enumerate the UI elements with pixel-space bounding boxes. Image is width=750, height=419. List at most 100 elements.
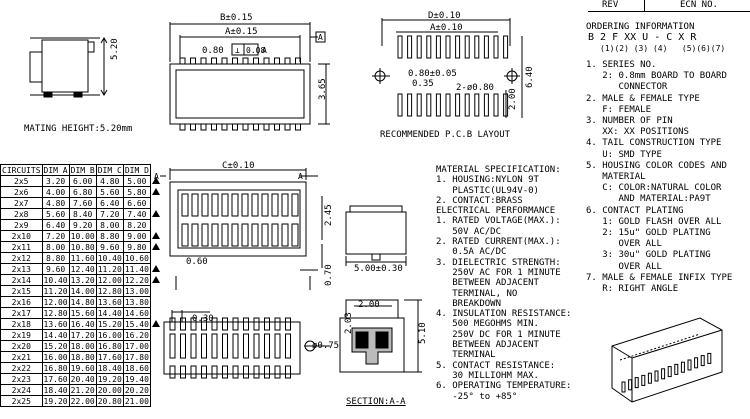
list-item: 2. RATED CURRENT(MAX.):: [436, 237, 561, 248]
table-cell: 14.60: [122, 307, 151, 319]
front-contact: [261, 193, 269, 217]
section-label: SECTION:A-A: [346, 397, 406, 407]
table-cell: 2x10: [0, 230, 43, 242]
table-cell: 2x16: [0, 296, 43, 308]
table-cell: 19.40: [122, 373, 151, 385]
material-specification: MATERIAL SPECIFICATION:1. HOUSING:NYLON …: [436, 165, 571, 402]
top-pin: [274, 57, 280, 65]
front-contact: [231, 223, 239, 247]
bottom-pin: [180, 365, 186, 379]
row-marker: [150, 319, 161, 330]
table-cell: 11.60: [68, 252, 97, 264]
table-cell: 20.80: [95, 395, 124, 407]
table-cell: 16.00: [41, 351, 70, 363]
triangle-marker-icon: [151, 275, 160, 283]
table-cell: 13.80: [122, 296, 151, 308]
table-cell: 8.00: [95, 219, 124, 231]
bottom-pin: [243, 317, 249, 331]
table-cell: 21.00: [122, 395, 151, 407]
side-view: [29, 37, 108, 98]
table-cell: 2x13: [0, 263, 43, 275]
top-pin: [242, 57, 249, 65]
table-cell: 19.60: [68, 362, 97, 374]
table-cell: 14.40: [41, 329, 70, 341]
bottom-contact: [211, 333, 218, 359]
table-cell: 3.20: [41, 175, 70, 187]
table-header-cell: DIM D: [122, 164, 151, 176]
table-cell: 5.60: [41, 208, 70, 220]
bottom-pin: [169, 317, 176, 331]
bottom-pin: [243, 365, 249, 379]
end-view: [345, 205, 407, 266]
list-item: XX: XX POSITIONS: [586, 127, 689, 138]
list-item: MATERIAL SPECIFICATION:: [436, 165, 561, 175]
table-cell: 5.00: [122, 175, 151, 187]
bottom-pin: [253, 365, 260, 379]
pcb-pad: [397, 93, 403, 117]
table-cell: 10.40: [95, 252, 124, 264]
dim-5-10: 5.10: [418, 322, 428, 344]
dim-0-80-pcb: 0.80±0.05: [408, 69, 457, 79]
list-item: 30 MILLIOHM MAX.: [436, 370, 539, 381]
bottom-pin: [285, 365, 291, 379]
table-cell: 2x22: [0, 362, 43, 374]
list-item: MATERIAL: [586, 172, 646, 183]
table-cell: 16.80: [95, 340, 124, 352]
list-item: AND MATERIAL:PA9T: [586, 194, 711, 205]
pcb-layout-label: RECOMMENDED P.C.B LAYOUT: [380, 130, 511, 140]
table-cell: 12.80: [95, 285, 124, 297]
row-marker: [150, 198, 161, 209]
list-item: OVER ALL: [586, 261, 662, 272]
dim-b: B±0.15: [220, 13, 253, 23]
list-item: 1. HOUSING:NYLON 9T: [436, 175, 539, 186]
list-item: 7. MALE & FEMALE INFIX TYPE: [586, 272, 733, 283]
front-contact: [251, 193, 259, 217]
table-cell: 10.00: [68, 230, 97, 242]
table-cell: 15.40: [122, 318, 151, 330]
table-cell: 17.20: [68, 329, 97, 341]
front-contact: [271, 223, 279, 247]
front-contact: [261, 223, 269, 247]
list-item: R: RIGHT ANGLE: [586, 284, 679, 295]
row-marker: [150, 297, 161, 308]
row-marker: [150, 253, 161, 264]
table-cell: 13.60: [41, 318, 70, 330]
top-pin: [274, 123, 280, 131]
dim-a-top: A±0.15: [225, 27, 258, 37]
row-marker: [150, 231, 161, 242]
table-cell: 2x20: [0, 340, 43, 352]
table-cell: 19.20: [41, 395, 70, 407]
pcb-pad: [435, 93, 441, 117]
bottom-pin: [201, 317, 207, 331]
dim-d: D±0.10: [428, 11, 461, 21]
dim-0-80-top: 0.80: [202, 46, 224, 56]
list-item: 6. OPERATING TEMPERATURE:: [436, 381, 572, 392]
list-item: F: FEMALE: [586, 104, 652, 115]
table-cell: 2x21: [0, 351, 43, 363]
list-item: BETWEEN ADJACENT: [436, 278, 539, 289]
triangle-marker-icon: [151, 319, 160, 327]
table-cell: 2x5: [0, 175, 43, 187]
front-contact: [291, 223, 299, 247]
list-item: TERMINAL, NO: [436, 288, 518, 299]
top-pin: [253, 123, 259, 131]
dim-2-00-pcb: 2.00: [508, 88, 518, 110]
table-cell: 9.60: [41, 263, 70, 275]
table-cell: 7.60: [68, 197, 97, 209]
bottom-pin: [222, 317, 228, 331]
datum-a-top: A: [318, 33, 323, 42]
ecn-header: ECN NO.: [680, 0, 718, 10]
list-item: CONNECTOR: [586, 82, 668, 93]
list-item: 4. TAIL CONSTRUCTION TYPE: [586, 138, 722, 149]
dim-5-20: 5.20: [110, 38, 120, 60]
bottom-contact: [243, 333, 249, 359]
table-cell: 18.40: [95, 362, 124, 374]
